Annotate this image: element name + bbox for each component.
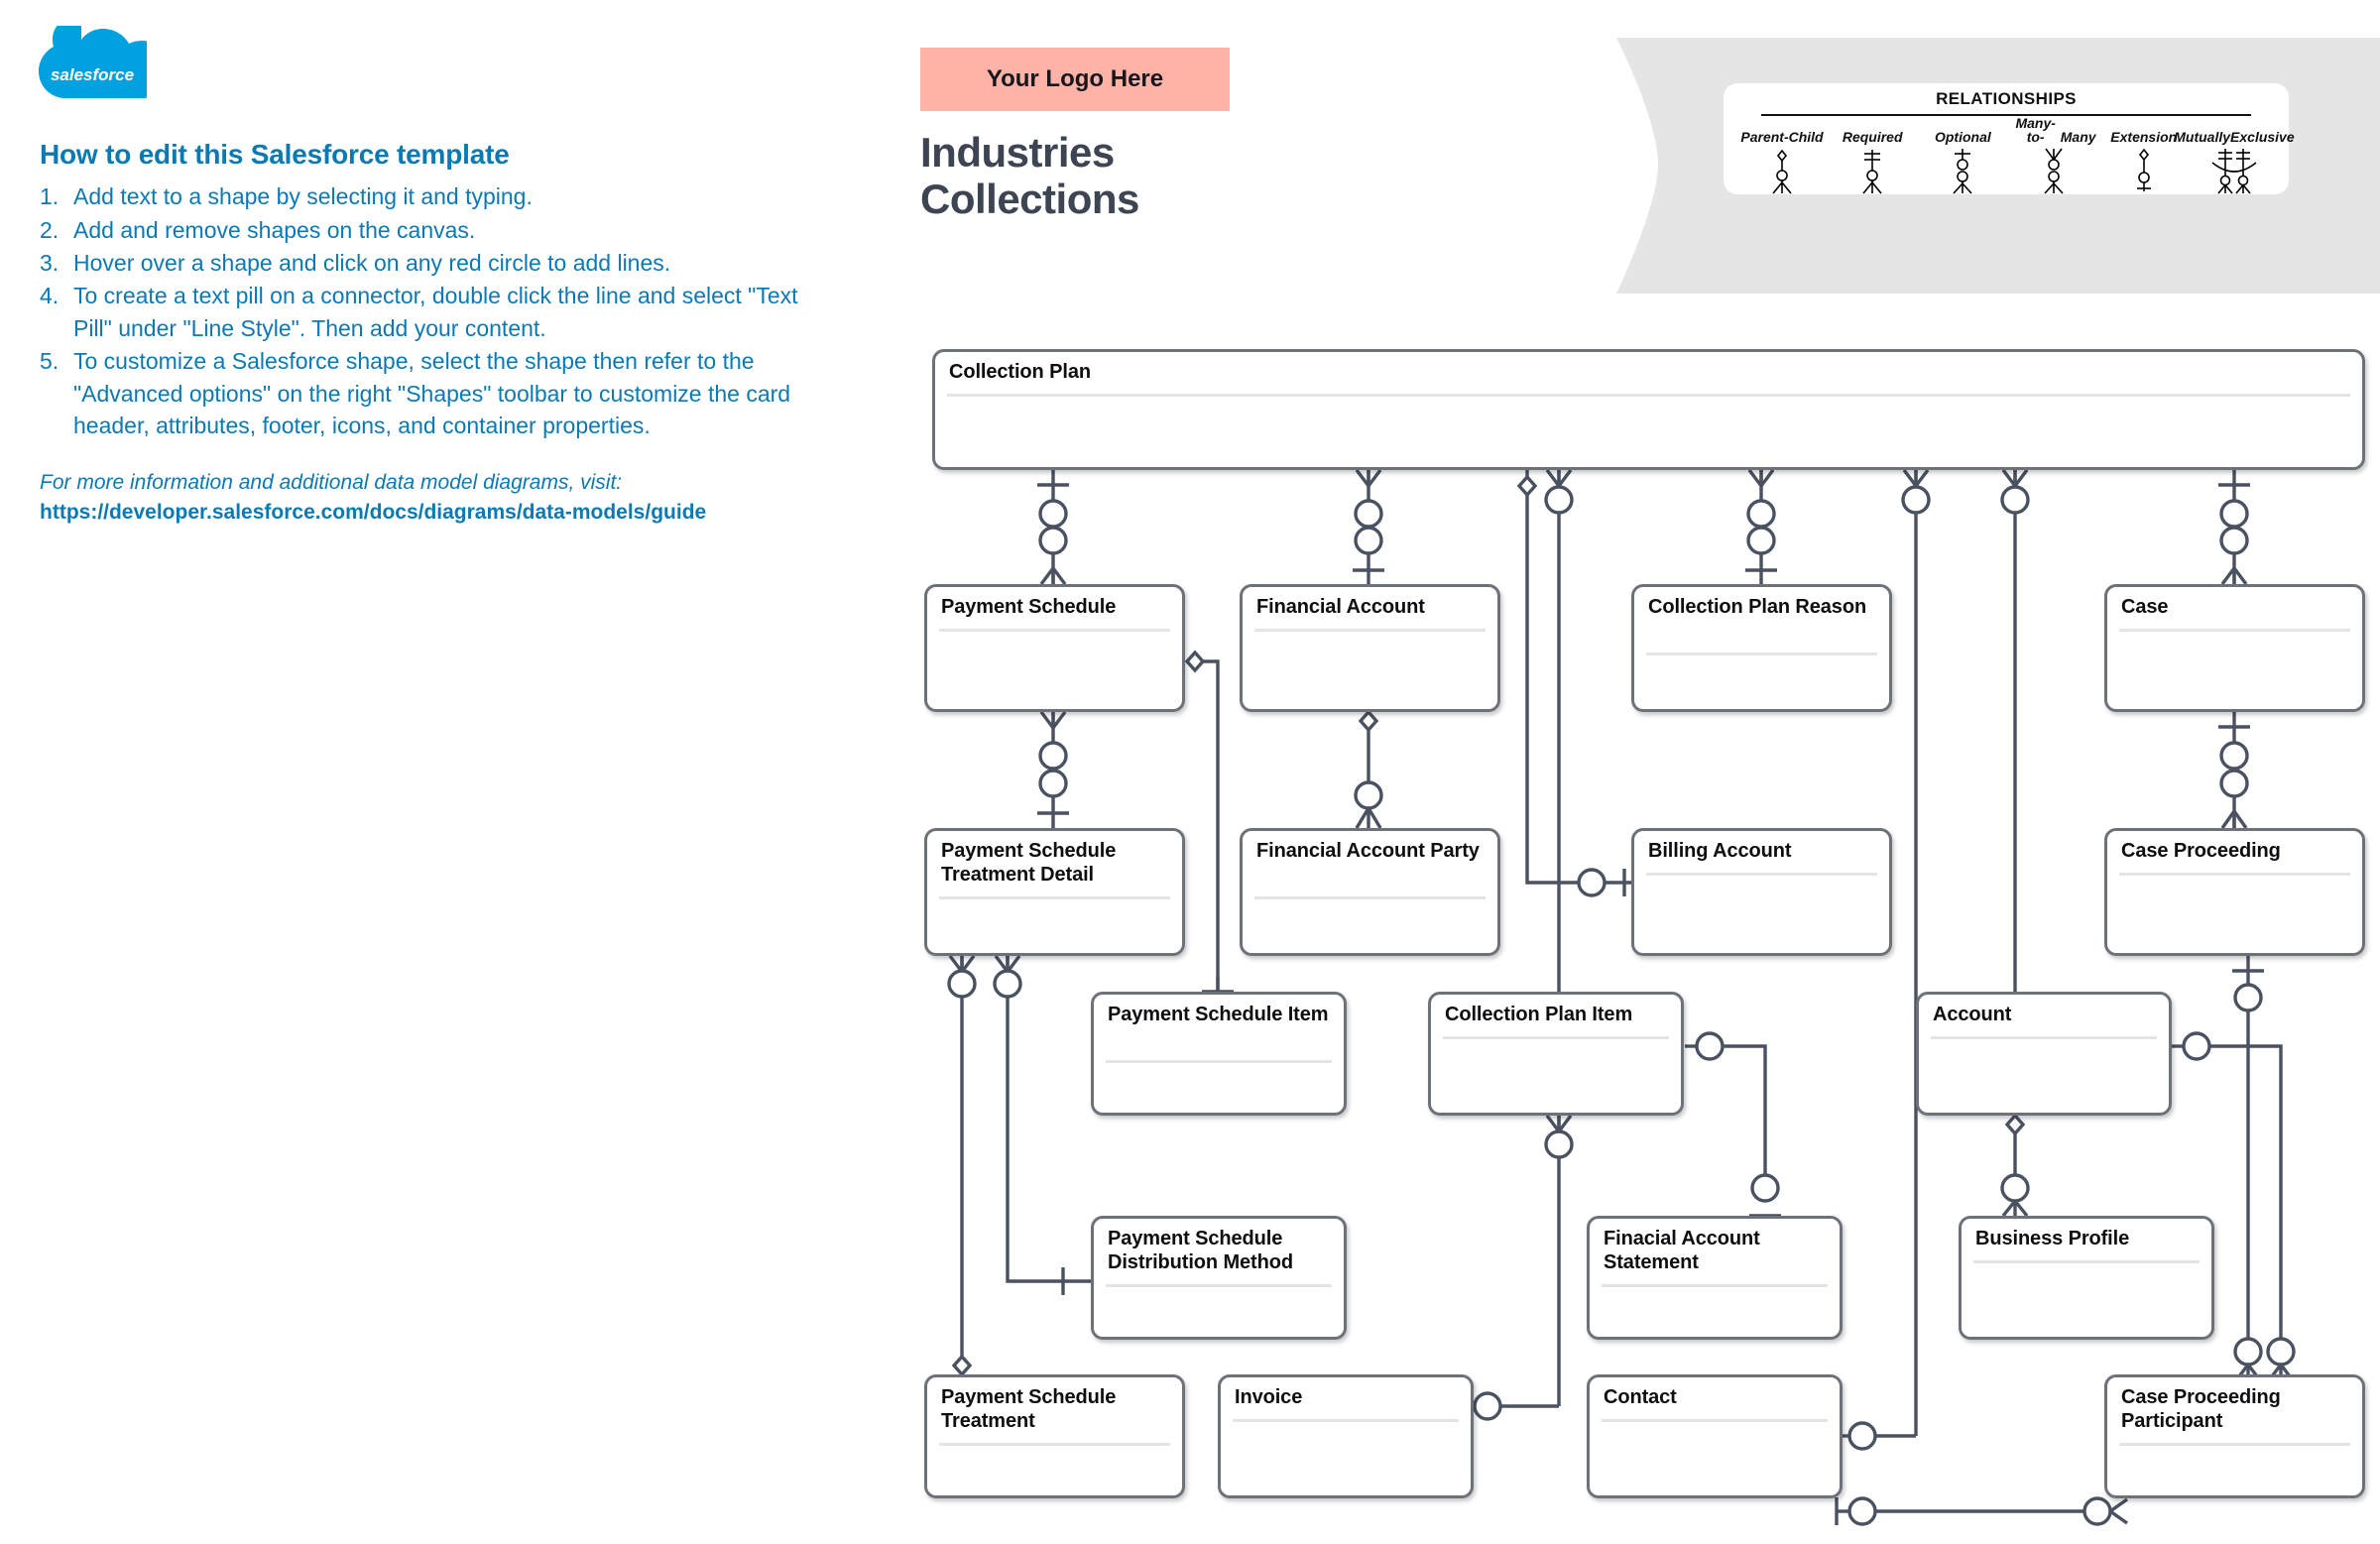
entity-title: Collection Plan Reason (1648, 596, 1867, 618)
more-info-text: For more information and additional data… (40, 470, 623, 494)
entity-title: Collection Plan Item (1445, 1004, 1633, 1025)
mutually-exclusive-symbol-icon (2192, 145, 2277, 194)
entity-card-financial-account-party[interactable]: Financial Account Party (1240, 828, 1500, 956)
developer-guide-link[interactable]: https://developer.salesforce.com/docs/di… (40, 501, 707, 524)
entity-card-payment-schedule-distribution-method[interactable]: Payment Schedule Distribution Method (1091, 1216, 1347, 1340)
legend-item-many-to-many: Many-to-Many (2011, 114, 2096, 194)
entity-divider (2119, 629, 2350, 632)
entity-divider (939, 629, 1170, 632)
entity-divider (1931, 1036, 2157, 1039)
legend-item-extension: Extension (2101, 117, 2187, 194)
entity-card-finacial-account-statement[interactable]: Finacial Account Statement (1587, 1216, 1843, 1340)
instructions-panel: How to edit this Salesforce template Add… (40, 139, 833, 528)
entity-title: Case Proceeding Participant (2121, 1386, 2281, 1432)
parent-child-symbol-icon (1739, 145, 1825, 194)
entity-card-payment-schedule-item[interactable]: Payment Schedule Item (1091, 992, 1347, 1116)
entity-title: Invoice (1235, 1386, 1303, 1408)
entity-card-financial-account[interactable]: Financial Account (1240, 584, 1500, 712)
legend-label: Optional (1934, 129, 1991, 146)
entity-title: Contact (1604, 1386, 1677, 1408)
entity-card-payment-schedule-treatment[interactable]: Payment Schedule Treatment (924, 1374, 1185, 1498)
legend-divider (1761, 114, 2251, 116)
many-to-many-symbol-icon (2011, 145, 2096, 194)
extension-symbol-icon (2101, 145, 2187, 194)
entity-card-case[interactable]: Case (2104, 584, 2365, 712)
entity-title: Payment Schedule Item (1108, 1004, 1329, 1025)
entity-divider (2119, 873, 2350, 876)
page-title-line1: Industries (920, 129, 1115, 176)
legend-item-required: Required (1830, 117, 1915, 194)
entity-title: Business Profile (1975, 1228, 2130, 1249)
entity-divider (1233, 1419, 1459, 1422)
legend-item-optional: Optional (1920, 117, 2005, 194)
entity-divider (1646, 873, 1877, 876)
entity-card-account[interactable]: Account (1916, 992, 2172, 1116)
entity-title: Finacial Account Statement (1604, 1228, 1760, 1273)
relationships-legend: RELATIONSHIPS Parent-Child Required (1724, 83, 2295, 194)
legend-label: Parent-Child (1740, 129, 1824, 146)
entity-divider (2119, 1443, 2350, 1446)
entity-divider (1254, 629, 1486, 632)
svg-text:salesforce: salesforce (51, 65, 134, 84)
entity-divider (939, 1443, 1170, 1446)
entity-title: Case Proceeding (2121, 840, 2281, 862)
entity-divider (947, 394, 2350, 397)
entity-card-payment-schedule[interactable]: Payment Schedule (924, 584, 1185, 712)
logo-placeholder[interactable]: Your Logo Here (920, 48, 1230, 111)
entity-title: Payment Schedule Distribution Method (1108, 1228, 1293, 1273)
logo-placeholder-label: Your Logo Here (986, 65, 1164, 92)
legend-item-parent-child: Parent-Child (1739, 117, 1825, 194)
instruction-step: To customize a Salesforce shape, select … (40, 345, 791, 439)
entity-card-case-proceeding-participant[interactable]: Case Proceeding Participant (2104, 1374, 2365, 1498)
entity-title: Collection Plan (949, 361, 1091, 383)
entity-card-collection-plan[interactable]: Collection Plan (932, 349, 2365, 470)
legend-label: Extension (2110, 129, 2178, 146)
entity-title: Billing Account (1648, 840, 1792, 862)
required-symbol-icon (1830, 145, 1915, 194)
legend-label: Many-to-Many (2015, 114, 2096, 146)
entity-card-payment-schedule-treatment-detail[interactable]: Payment Schedule Treatment Detail (924, 828, 1185, 956)
entity-title: Account (1933, 1004, 2012, 1025)
instruction-step: To create a text pill on a connector, do… (40, 280, 798, 341)
salesforce-cloud-logo: salesforce (38, 18, 171, 103)
entity-divider (1602, 1284, 1828, 1287)
entity-card-invoice[interactable]: Invoice (1218, 1374, 1474, 1498)
page-title-line2: Collections (920, 176, 1139, 223)
instructions-steps: Add text to a shape by selecting it and … (40, 180, 833, 441)
entity-card-business-profile[interactable]: Business Profile (1959, 1216, 2214, 1340)
entity-card-collection-plan-reason[interactable]: Collection Plan Reason (1631, 584, 1892, 712)
entity-title: Payment Schedule Treatment Detail (941, 840, 1117, 886)
entity-card-contact[interactable]: Contact (1587, 1374, 1843, 1498)
entity-divider (1254, 896, 1486, 899)
entity-card-collection-plan-item[interactable]: Collection Plan Item (1428, 992, 1684, 1116)
entity-title: Case (2121, 596, 2169, 618)
legend-title: RELATIONSHIPS (1936, 89, 2077, 108)
entity-title: Financial Account (1256, 596, 1425, 618)
entity-card-case-proceeding[interactable]: Case Proceeding (2104, 828, 2365, 956)
optional-symbol-icon (1920, 145, 2005, 194)
entity-divider (1973, 1260, 2200, 1263)
legend-label: Required (1842, 129, 1903, 146)
entity-divider (1646, 653, 1877, 655)
entity-divider (1106, 1060, 1332, 1063)
entity-divider (939, 896, 1170, 899)
entity-divider (1443, 1036, 1669, 1039)
entity-divider (1602, 1419, 1828, 1422)
instruction-step: Add text to a shape by selecting it and … (40, 180, 533, 213)
entity-title: Financial Account Party (1256, 840, 1480, 862)
entity-title: Payment Schedule Treatment (941, 1386, 1117, 1432)
entity-card-billing-account[interactable]: Billing Account (1631, 828, 1892, 956)
instruction-step: Hover over a shape and click on any red … (40, 247, 671, 280)
page-title: Industries Collections (920, 129, 1555, 222)
entity-divider (1106, 1284, 1332, 1287)
entity-title: Payment Schedule (941, 596, 1117, 618)
instructions-title: How to edit this Salesforce template (40, 139, 510, 170)
instruction-step: Add and remove shapes on the canvas. (40, 214, 476, 247)
